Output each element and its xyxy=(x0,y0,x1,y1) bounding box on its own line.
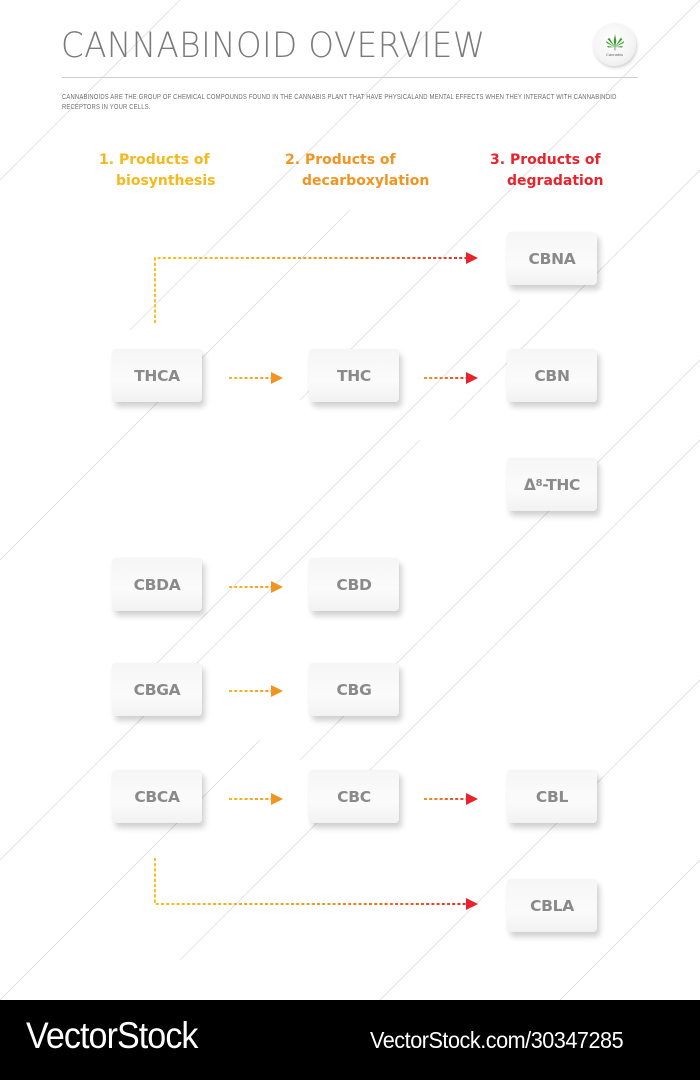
heading-line1: Products of xyxy=(509,152,601,168)
node-cbga: CBGA xyxy=(112,663,202,716)
node-cbg: CBG xyxy=(309,663,399,716)
heading-degradation: 3. Products of degradation xyxy=(490,150,603,192)
heading-line2: decarboxylation xyxy=(302,173,430,189)
node-cbl: CBL xyxy=(507,770,597,823)
heading-number: 3. xyxy=(490,152,506,168)
node-cbd: CBD xyxy=(309,558,399,611)
arrow-cbga-cbg xyxy=(229,685,283,697)
flow-arrows xyxy=(154,252,478,910)
heading-decarboxylation: 2. Products of decarboxylation xyxy=(285,150,429,192)
heading-line1: Products of xyxy=(118,152,210,168)
arrow-thc-cbn xyxy=(424,372,478,384)
page-title: CANNABINOID OVERVIEW xyxy=(61,26,486,66)
heading-line1: Products of xyxy=(304,152,396,168)
footer-brand: VectorStock xyxy=(26,1015,198,1056)
cannabis-logo: Cannabis xyxy=(593,23,636,66)
delta-superscript: 8 xyxy=(535,478,543,489)
cannabis-leaf-icon xyxy=(605,33,624,50)
delta-suffix: -THC xyxy=(542,475,581,494)
arrow-cbda-cbd xyxy=(229,581,283,593)
node-thca: THCA xyxy=(112,349,202,402)
heading-biosynthesis: 1. Products of biosynthesis xyxy=(99,150,215,192)
header-divider xyxy=(62,77,638,78)
arrow-cbca-cbc xyxy=(229,793,283,805)
arrow-thca-thc xyxy=(229,372,283,384)
delta-symbol: Δ xyxy=(523,475,536,494)
footer-image-id: VectorStock.com/30347285 xyxy=(370,1027,624,1053)
description-text: Cannabinoids are the group of chemical c… xyxy=(62,92,617,111)
heading-line2: biosynthesis xyxy=(116,173,216,189)
heading-line2: degradation xyxy=(507,173,604,189)
arrow-cbc-cbl xyxy=(424,793,478,805)
node-thc: THC xyxy=(309,349,399,402)
heading-number: 1. xyxy=(99,152,115,168)
node-cbda: CBDA xyxy=(112,558,202,611)
node-cbn: CBN xyxy=(507,349,597,402)
node-cbc: CBC xyxy=(309,770,399,823)
node-cbca: CBCA xyxy=(112,770,202,823)
logo-label: Cannabis xyxy=(606,51,623,57)
node-cbla: CBLA xyxy=(507,879,597,932)
heading-number: 2. xyxy=(285,152,301,168)
node-cbna: CBNA xyxy=(507,232,597,285)
footer-bar: VectorStock VectorStock.com/30347285 xyxy=(0,1000,700,1080)
arrow-cbca-cbla xyxy=(154,858,478,910)
arrow-thca-cbna xyxy=(154,252,478,323)
